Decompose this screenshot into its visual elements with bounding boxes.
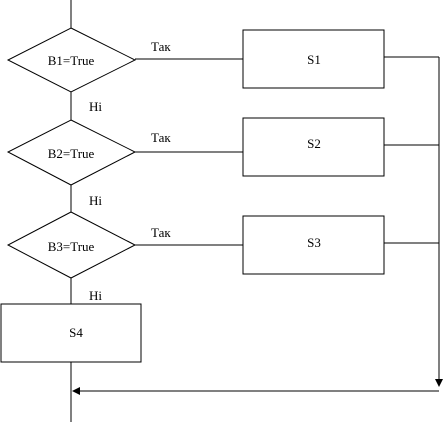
action-s3-label: S3 [307, 235, 321, 250]
decision-b3-diamond [6, 211, 137, 279]
decision-b3-label: B3=True [48, 239, 95, 254]
action-s2-box [242, 117, 385, 177]
decision-b2-diamond [6, 119, 137, 186]
no-label-2: Ні [89, 193, 102, 208]
yes-label-2: Так [151, 130, 171, 145]
decision-b1-diamond [6, 27, 137, 93]
yes-label-3: Так [151, 225, 171, 240]
action-s4-label: S4 [69, 325, 83, 340]
action-s4-box [0, 303, 142, 363]
action-s1-label: S1 [307, 52, 321, 67]
yes-label-1: Так [151, 39, 171, 54]
action-s1-box [242, 29, 385, 89]
no-label-3: Ні [89, 288, 102, 303]
action-s2-label: S2 [307, 136, 321, 151]
no-label-1: Ні [89, 99, 102, 114]
decision-b1-label: B1=True [48, 53, 95, 68]
action-s3-box [242, 215, 385, 275]
decision-b2-label: B2=True [48, 146, 95, 161]
